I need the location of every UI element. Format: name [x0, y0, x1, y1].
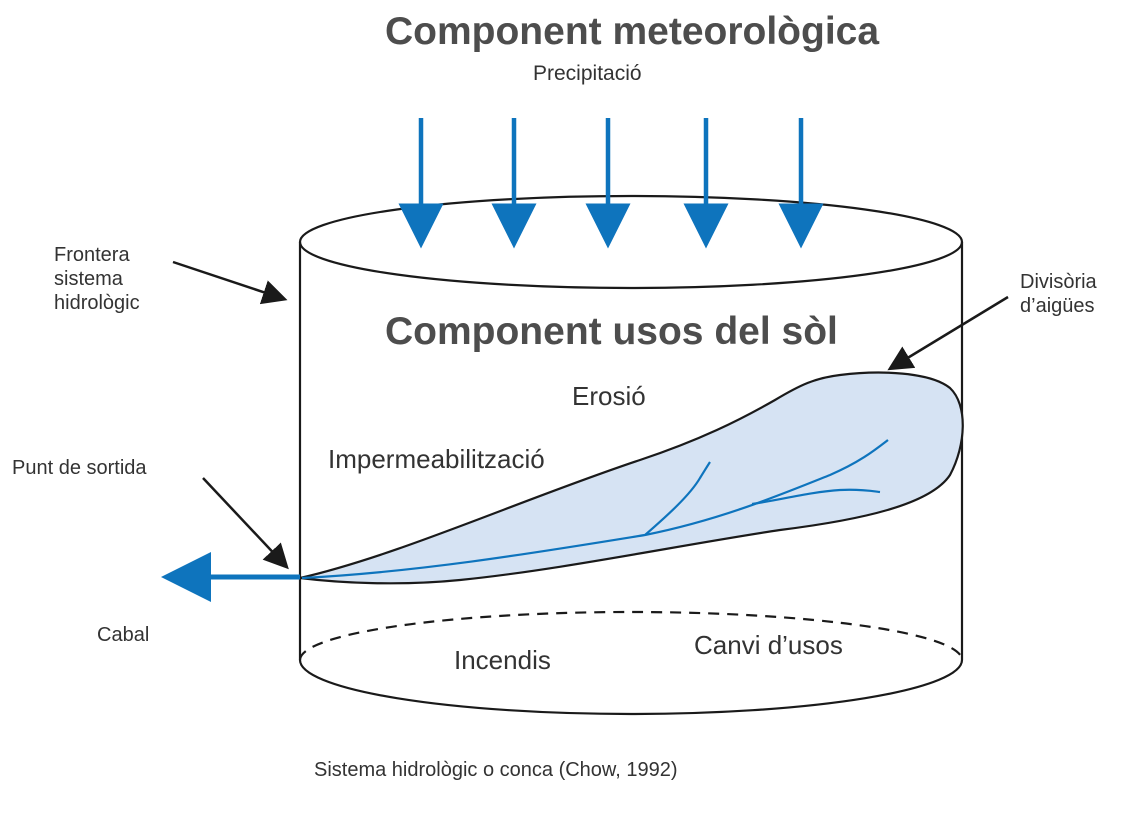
tributary-stream-2: [751, 488, 881, 506]
watershed-divide-label: Divisòria d’aigües: [1020, 271, 1097, 317]
divide-pointer-arrow: [887, 295, 1009, 371]
pointer-arrows: [172, 260, 1009, 570]
cylinder: [298, 194, 964, 716]
fires-label: Incendis: [454, 645, 551, 675]
watershed-basin: [299, 371, 964, 585]
boundary-pointer-arrow: [172, 260, 288, 305]
impermeabilization-label: Impermeabilització: [328, 444, 545, 474]
land-use-title: Component usos del sòl: [385, 310, 838, 353]
figure-caption: Sistema hidrològic o conca (Chow, 1992): [314, 759, 678, 781]
outlet-label: Punt de sortida: [12, 457, 147, 479]
cylinder-top-ellipse: [298, 194, 964, 290]
land-use-change-label: Canvi d’usos: [694, 630, 843, 660]
precipitation-label: Precipitació: [533, 62, 642, 85]
cylinder-bottom-front: [298, 659, 964, 716]
boundary-label: Frontera sistema hidrològic: [54, 244, 140, 314]
outlet-pointer-arrow: [202, 477, 289, 570]
flow-label: Cabal: [97, 624, 150, 646]
cylinder-bottom-back-dashed: [298, 610, 964, 661]
precipitation-arrows: [398, 118, 824, 249]
stream-network: [301, 439, 889, 580]
main-stream: [301, 439, 889, 580]
erosion-label: Erosió: [572, 381, 646, 411]
diagram-title: Component meteorològica: [385, 10, 880, 53]
tributary-stream-1: [644, 461, 711, 536]
